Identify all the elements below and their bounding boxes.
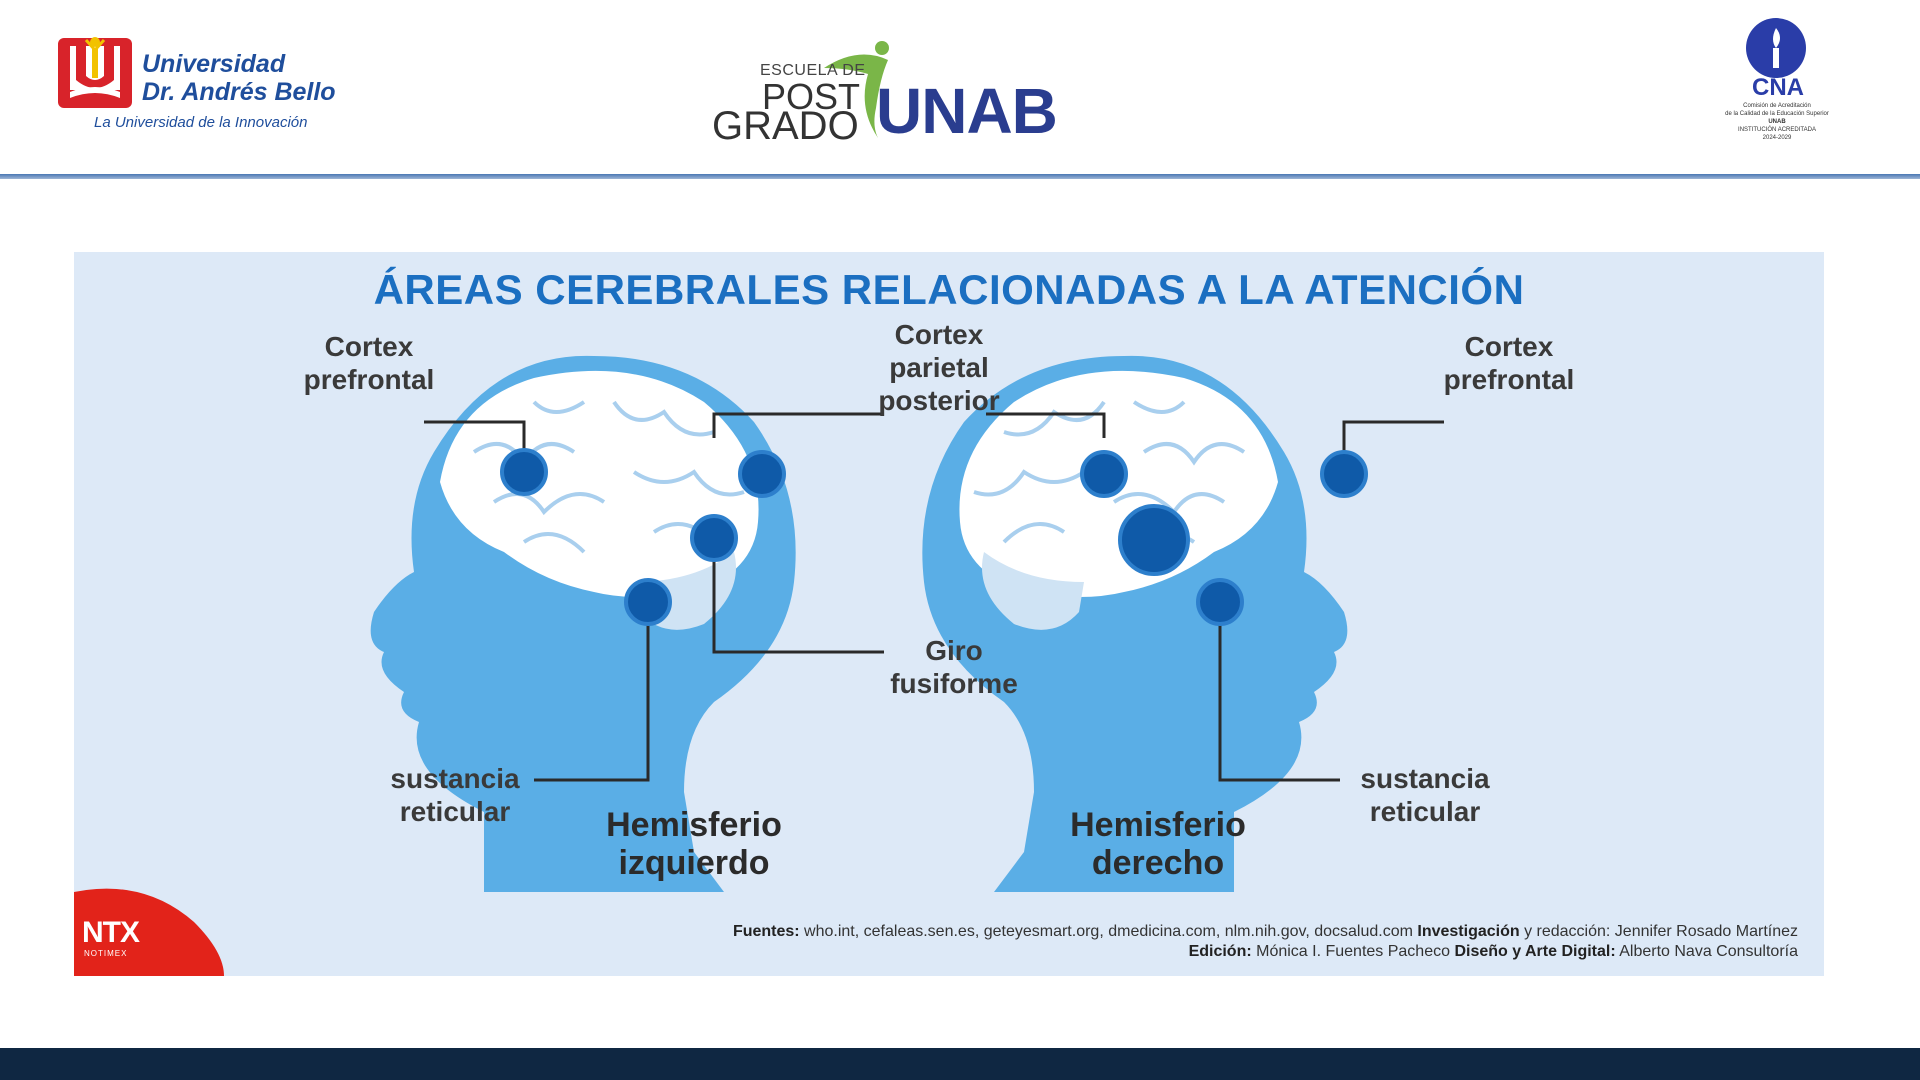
right-cerebellum [982,552,1084,630]
line-parietal-left [712,412,884,438]
postgrado-figure-icon [824,41,889,138]
university-name-line1: Universidad [142,50,286,78]
cna-line1: Comisión de Acreditación [1743,103,1811,109]
infographic-credits: Fuentes: who.int, cefaleas.sen.es, getey… [733,922,1798,962]
credits-investigacion-text: y redacción: Jennifer Rosado Martínez [1519,923,1798,940]
postgrado-escuela-text: ESCUELA DE [760,62,866,79]
cna-accreditation-logo: CNA Comisión de Acreditación de la Calid… [1712,18,1842,148]
line-parietal-right [986,412,1106,438]
dot-parietal-right [1080,450,1128,498]
infographic-title: ÁREAS CEREBRALES RELACIONADAS A LA ATENC… [373,266,1525,313]
infographic-panel: ÁREAS CEREBRALES RELACIONADAS A LA ATENC… [74,252,1824,976]
cna-line5: 2024-2029 [1762,135,1792,141]
dot-prefrontal-left [500,448,548,496]
universidad-andres-bello-logo: Universidad Dr. Andrés Bello La Universi… [56,28,356,138]
postgrado-post-text: POST [762,76,861,117]
line-fusiform [712,542,884,654]
footer-bar [0,1048,1920,1080]
cna-line2: de la Calidad de la Educación Superior [1725,111,1829,117]
ntx-logo-text: NTX [82,916,140,949]
dot-parietal-left [738,450,786,498]
header-divider [0,174,1920,179]
credits-fuentes-label: Fuentes: [732,923,800,940]
credits-fuentes-text: who.int, cefaleas.sen.es, geteyesmart.or… [799,923,1418,940]
credits-investigacion-label: Investigación [1417,923,1520,940]
label-sustancia-reticular-right: sustancia reticular [1360,763,1490,827]
cna-line4: INSTITUCIÓN ACREDITADA [1738,127,1816,133]
credits-edicion-text: Mónica I. Fuentes Pacheco [1251,943,1455,960]
label-cortex-parietal-posterior: Cortex parietal posterior [878,319,1000,416]
dot-reticular-left [624,578,672,626]
dot-fusiform-right [1118,504,1190,576]
line-prefrontal-right [1342,420,1444,474]
brain-diagram [370,355,1444,892]
dot-prefrontal-right [1320,450,1368,498]
dot-reticular-right [1196,578,1244,626]
label-hemisferio-izquierdo: Hemisferio izquierdo [606,806,782,882]
university-name-line2: Dr. Andrés Bello [142,78,336,106]
university-tagline: La Universidad de la Innovación [94,114,308,131]
dot-fusiform-left [690,514,738,562]
postgrado-grado-text: GRADO [712,104,859,148]
credits-diseno-text: Alberto Nava Consultoría [1615,943,1798,960]
line-reticular-left [534,602,650,782]
escuela-postgrado-logo: ESCUELA DE POST GRADO UNAB [708,38,1068,148]
cna-torch-icon [1746,18,1806,78]
ntx-logo-sub: NOTIMEX [84,949,128,958]
credits-diseno-label: Diseño y Arte Digital: [1454,943,1616,960]
credits-edicion-label: Edición: [1188,943,1252,960]
label-hemisferio-derecho: Hemisferio derecho [1070,806,1246,882]
label-cortex-prefrontal-left: Cortex prefrontal [303,331,435,395]
label-sustancia-reticular-left: sustancia reticular [390,763,520,827]
line-reticular-right [1218,602,1340,782]
cna-acronym: CNA [1752,74,1804,101]
unab-shield-icon [58,37,132,108]
header: Universidad Dr. Andrés Bello La Universi… [0,0,1920,176]
ntx-corner-shape [74,888,224,976]
label-giro-fusiforme: Giro fusiforme [890,635,1018,699]
cna-line3: UNAB [1768,119,1786,125]
label-cortex-prefrontal-right: Cortex prefrontal [1443,331,1575,395]
postgrado-unab-text: UNAB [876,75,1058,147]
